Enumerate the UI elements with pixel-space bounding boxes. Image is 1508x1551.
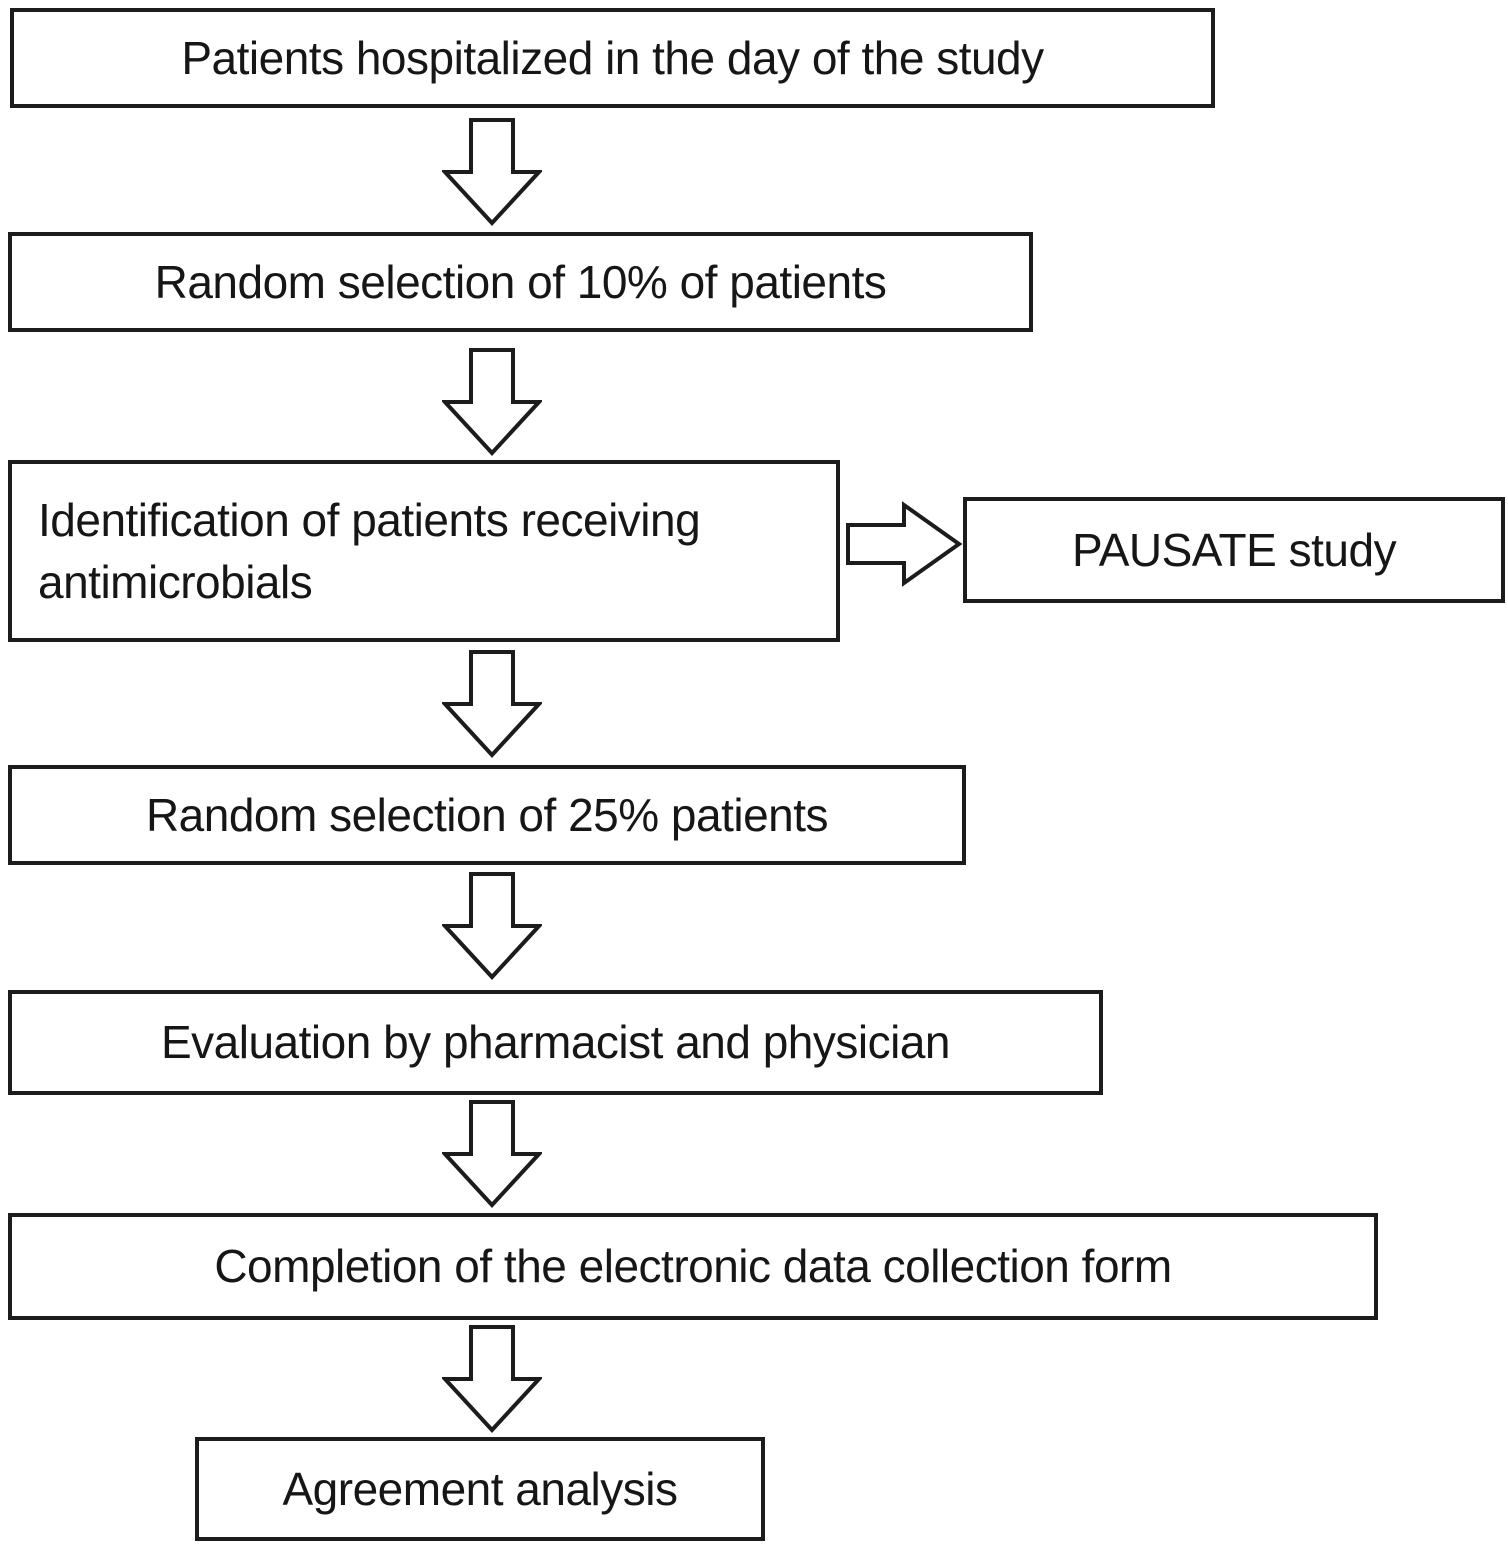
flow-box-label: PAUSATE study bbox=[1071, 523, 1397, 576]
down-arrow-icon bbox=[442, 1325, 542, 1433]
flow-box-label: Random selection of 25% patients bbox=[145, 788, 829, 841]
down-arrow-icon bbox=[442, 118, 542, 226]
flow-box-agreement-analysis: Agreement analysis bbox=[195, 1437, 765, 1541]
down-arrow-icon bbox=[442, 650, 542, 758]
flow-box-label: Evaluation by pharmacist and physician bbox=[160, 1016, 951, 1069]
flow-box-label: Random selection of 10% of patients bbox=[154, 255, 887, 308]
flow-box-label: Patients hospitalized in the day of the … bbox=[181, 31, 1044, 84]
flow-box-label: Agreement analysis bbox=[282, 1462, 678, 1515]
flow-box-pausate-study: PAUSATE study bbox=[963, 497, 1505, 603]
flow-box-random-selection-25: Random selection of 25% patients bbox=[8, 765, 966, 865]
flow-box-identification-antimicrobials: Identification of patients receiving ant… bbox=[8, 460, 840, 642]
flow-box-data-collection-form: Completion of the electronic data collec… bbox=[8, 1213, 1378, 1320]
flow-box-label: Identification of patients receiving ant… bbox=[38, 493, 701, 608]
flow-box-evaluation-pharmacist-physician: Evaluation by pharmacist and physician bbox=[8, 990, 1103, 1095]
down-arrow-icon bbox=[442, 1100, 542, 1208]
down-arrow-icon bbox=[442, 872, 542, 980]
flow-box-patients-hospitalized: Patients hospitalized in the day of the … bbox=[10, 8, 1215, 108]
down-arrow-icon bbox=[442, 348, 542, 456]
right-arrow-icon bbox=[846, 501, 963, 587]
flow-box-label: Completion of the electronic data collec… bbox=[214, 1240, 1172, 1293]
flow-box-random-selection-10: Random selection of 10% of patients bbox=[8, 232, 1033, 332]
